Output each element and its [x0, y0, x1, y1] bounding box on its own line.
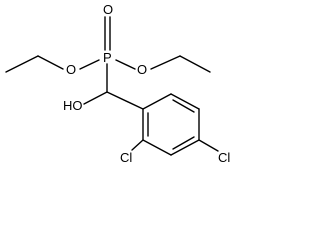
ring-bond-c5-c6: [142, 139, 172, 156]
label-phosphorus: P: [103, 50, 112, 65]
bond-p-o-left: [79, 59, 100, 70]
label-chlorine-para: Cl: [218, 150, 230, 165]
bond-ch-oh: [83, 91, 108, 105]
ring-inner-c2-c3: [172, 99, 195, 113]
bond-ch2-ch3-left: [5, 55, 39, 73]
ring-bond-c2-c3: [170, 93, 200, 110]
bond-o-ch2-left: [37, 55, 64, 70]
molecule-structure: O P O O HO Cl Cl: [5, 2, 230, 165]
ring-bond-c1-c2: [142, 93, 172, 110]
bond-ring-cl-ortho: [131, 139, 144, 151]
ring-bond-c4-c5: [170, 139, 200, 156]
label-ester-oxygen-left: O: [66, 62, 76, 77]
label-hydroxyl: HO: [63, 98, 83, 113]
label-phosphoryl-oxygen: O: [103, 2, 113, 17]
ring-inner-c4-c5: [172, 136, 195, 150]
label-ester-oxygen-right: O: [137, 62, 147, 77]
bond-ch2-ch3-right: [179, 55, 211, 73]
label-chlorine-ortho: Cl: [120, 150, 132, 165]
bond-ch-ring: [106, 91, 144, 110]
bond-p-o-right: [115, 59, 136, 70]
bond-o-ch2-right: [150, 55, 181, 70]
bond-ring-cl-para: [198, 139, 219, 152]
